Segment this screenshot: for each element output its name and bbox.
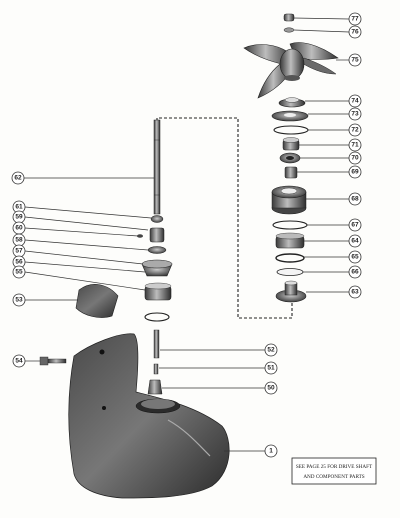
pin-51: [153, 363, 159, 375]
shim-ring: [275, 253, 305, 263]
svg-text:68: 68: [351, 196, 359, 203]
svg-text:59: 59: [15, 214, 23, 221]
svg-text:65: 65: [351, 254, 359, 261]
callout-51: 51: [159, 361, 278, 375]
callout-53: 53: [12, 293, 78, 307]
callout-54: 54: [12, 354, 40, 368]
o-ring-large: [273, 125, 309, 135]
svg-text:58: 58: [15, 237, 23, 244]
svg-text:54: 54: [15, 358, 23, 365]
svg-text:70: 70: [351, 155, 359, 162]
bolt-54: [39, 356, 67, 366]
svg-text:51: 51: [267, 365, 275, 372]
o-ring-carrier: [272, 220, 308, 230]
forward-gear: [275, 280, 307, 303]
svg-text:1: 1: [269, 448, 273, 455]
callout-65: 65: [304, 250, 362, 264]
ball-bearing-forward: [275, 232, 305, 249]
pinion-gear: [141, 259, 173, 277]
callout-1: 1: [224, 444, 278, 458]
gear-housing: [68, 333, 230, 499]
callout-52: 52: [160, 343, 278, 357]
pinion-gear-small: [150, 215, 164, 223]
svg-text:50: 50: [267, 385, 275, 392]
svg-text:69: 69: [351, 169, 359, 176]
svg-text:60: 60: [15, 225, 23, 232]
callout-64: 64: [304, 234, 362, 248]
callout-55: 55: [12, 265, 146, 291]
oil-seal-b: [284, 166, 298, 179]
callout-71: 71: [299, 138, 362, 152]
callout-56: 56: [12, 255, 146, 273]
callout-66: 66: [303, 265, 362, 279]
callout-69: 69: [297, 165, 362, 179]
callout-58: 58: [12, 233, 149, 251]
trim-tab-anode: [75, 284, 119, 318]
pinion-assembly: [137, 227, 165, 243]
svg-text:52: 52: [267, 347, 275, 354]
svg-text:76: 76: [351, 29, 359, 36]
callout-74: 74: [305, 94, 362, 108]
callout-72: 72: [308, 123, 362, 137]
washer-thin: [276, 268, 304, 276]
nut-50: [147, 379, 163, 395]
callout-73: 73: [308, 107, 362, 121]
svg-text:64: 64: [351, 238, 359, 245]
callout-75: 75: [336, 53, 362, 67]
svg-text:72: 72: [351, 127, 359, 134]
callout-70: 70: [300, 151, 362, 165]
callout-68: 68: [306, 192, 362, 206]
svg-text:56: 56: [15, 259, 23, 266]
svg-text:73: 73: [351, 111, 359, 118]
needle-bearing: [282, 137, 300, 151]
note-line-1: SEE PAGE 25 FOR DRIVE SHAFT: [296, 464, 373, 470]
oil-seal-a: [279, 152, 301, 164]
callout-63: 63: [306, 285, 362, 299]
svg-text:55: 55: [15, 269, 23, 276]
callout-57: 57: [12, 244, 144, 265]
callout-59: 59: [12, 210, 149, 231]
reference-note-box: SEE PAGE 25 FOR DRIVE SHAFT AND COMPONEN…: [291, 457, 377, 485]
svg-text:63: 63: [351, 289, 359, 296]
o-ring-pinion: [144, 312, 170, 322]
svg-text:57: 57: [15, 248, 23, 255]
callout-76: 76: [293, 25, 362, 39]
tab-washer: [283, 27, 295, 33]
bearing-carrier: [271, 185, 307, 215]
svg-text:74: 74: [351, 98, 359, 105]
svg-text:53: 53: [15, 297, 23, 304]
stud-52: [153, 329, 160, 359]
thrust-hub: [278, 97, 306, 108]
thrust-washer: [271, 110, 309, 122]
note-line-2: AND COMPONENT PARTS: [303, 474, 364, 480]
tapered-bearing: [144, 282, 172, 301]
svg-text:67: 67: [351, 222, 359, 229]
svg-text:66: 66: [351, 269, 359, 276]
svg-text:75: 75: [351, 57, 359, 64]
propeller: [243, 42, 339, 99]
callout-67: 67: [307, 218, 362, 232]
callout-62: 62: [11, 171, 154, 185]
svg-text:62: 62: [14, 175, 22, 182]
propeller-nut: [283, 13, 295, 22]
svg-text:77: 77: [351, 16, 359, 23]
callout-60: 60: [12, 221, 139, 237]
callout-77: 77: [293, 12, 362, 26]
drive-shaft: [153, 119, 161, 215]
svg-text:61: 61: [15, 204, 23, 211]
callout-50: 50: [162, 381, 278, 395]
assembly-path-dashed: [156, 117, 293, 319]
callout-61: 61: [12, 200, 152, 219]
svg-text:71: 71: [351, 142, 359, 149]
roller-bearing-cup: [147, 246, 167, 254]
